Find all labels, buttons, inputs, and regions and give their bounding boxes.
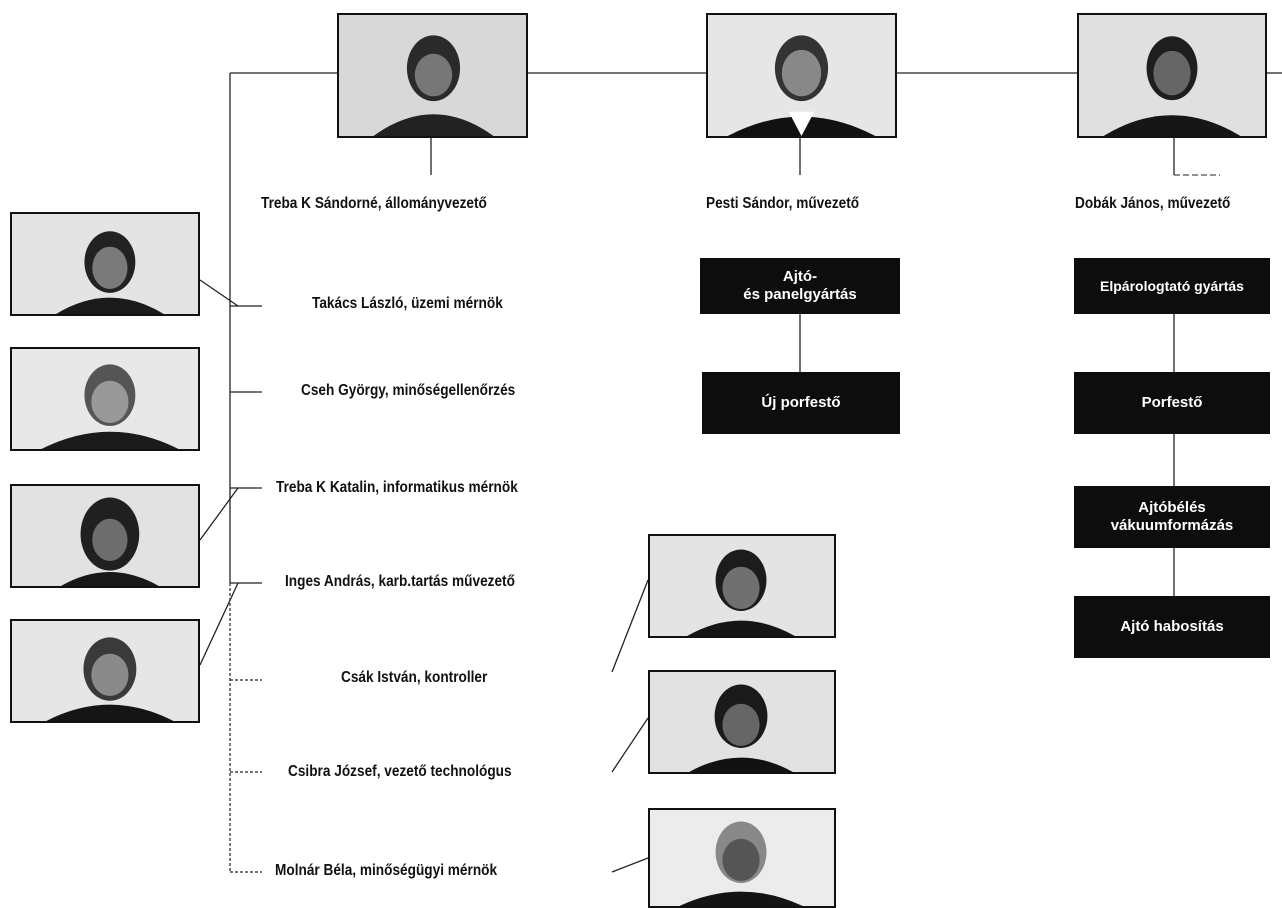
dept-box: Ajtó habosítás [1074, 596, 1270, 658]
connector-line [611, 717, 649, 773]
dept-box-line: Új porfestő [761, 394, 841, 411]
portrait-photo [10, 347, 200, 451]
dept-box-line: vákuumformázás [1110, 517, 1234, 534]
person-label: Molnár Béla, minőségügyi mérnök [275, 862, 498, 879]
portrait-photo [337, 13, 528, 138]
dept-box-line: Ajtó habosítás [1120, 618, 1224, 635]
person-label: Inges András, karb.tartás művezető [285, 573, 515, 590]
dept-box: Elpárologtató gyártás [1074, 258, 1270, 314]
connector-line [611, 579, 649, 673]
dept-box: Ajtó-és panelgyártás [700, 258, 900, 314]
person-label: Dobák János, művezető [1075, 195, 1231, 212]
person-label: Csibra József, vezető technológus [288, 763, 512, 780]
connector-line [199, 487, 239, 541]
dept-box-line: Porfestő [1141, 394, 1203, 411]
portrait-photo [10, 212, 200, 316]
portrait-photo [10, 619, 200, 723]
portrait-photo [648, 808, 836, 908]
connector-line [199, 279, 239, 307]
person-label: Takács László, üzemi mérnök [312, 295, 503, 312]
person-label: Csák István, kontroller [341, 669, 488, 686]
dept-box-line: Ajtó- [782, 268, 818, 285]
portrait-photo [1077, 13, 1267, 138]
portrait-photo [648, 670, 836, 774]
connector-line [611, 857, 649, 873]
dept-box: Porfestő [1074, 372, 1270, 434]
person-label: Cseh György, minőségellenőrzés [301, 382, 516, 399]
person-label: Treba K Sándorné, állományvezető [261, 195, 487, 212]
connector-line [199, 582, 239, 666]
portrait-photo [648, 534, 836, 638]
dept-box-line: Elpárologtató gyártás [1100, 278, 1244, 294]
portrait-photo [10, 484, 200, 588]
dept-box-line: és panelgyártás [743, 286, 857, 303]
dept-box: Új porfestő [702, 372, 900, 434]
portrait-photo [706, 13, 897, 138]
dept-box-line: Ajtóbélés [1138, 499, 1206, 516]
person-label: Treba K Katalin, informatikus mérnök [276, 479, 518, 496]
person-label: Pesti Sándor, művezető [706, 195, 860, 212]
